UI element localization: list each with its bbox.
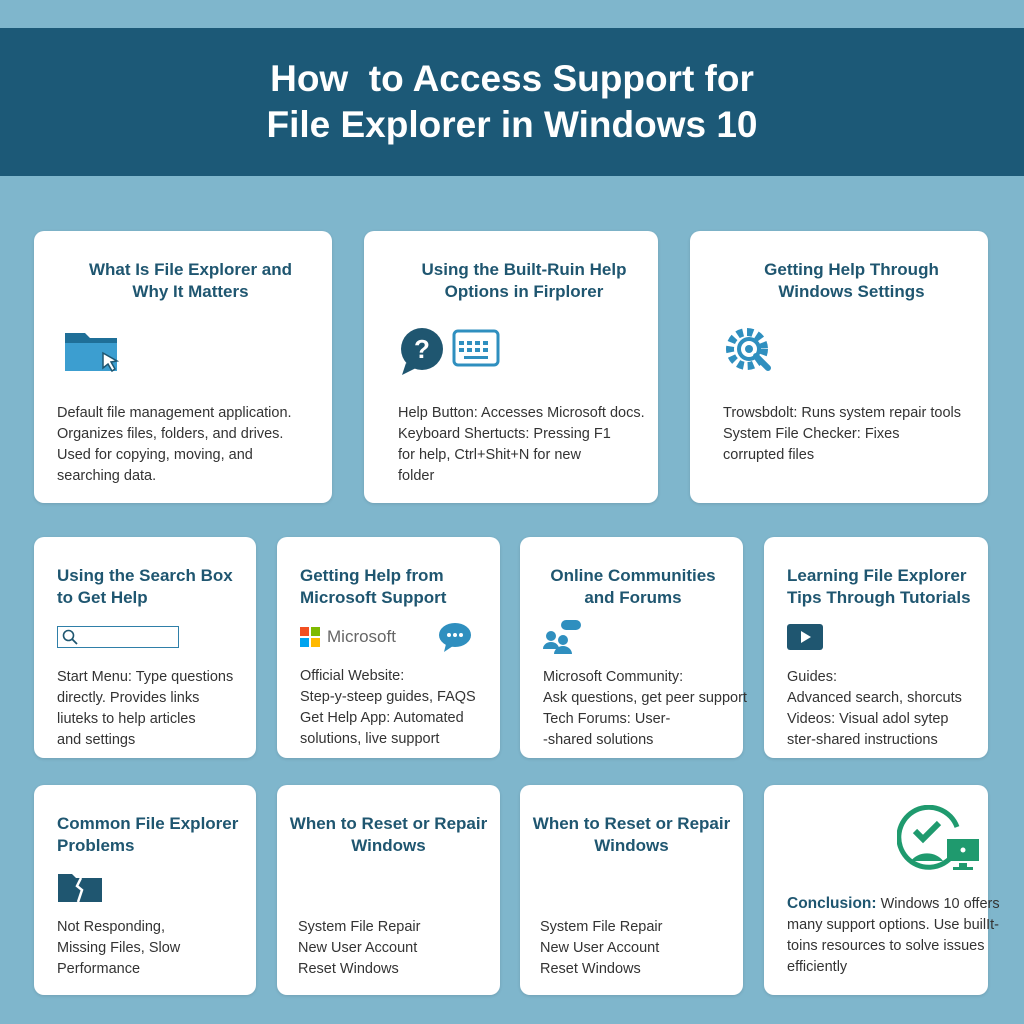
card-text: Default file management application. — [57, 405, 292, 421]
card-text: Microsoft Community: — [543, 669, 684, 685]
support-check-monitor-icon — [787, 804, 980, 883]
card-title: When to Reset or Repair — [289, 814, 488, 833]
card-title: to Get Help — [57, 588, 148, 607]
card-text: folder — [398, 468, 435, 484]
card-text: and settings — [57, 732, 136, 748]
card-text: Performance — [57, 961, 141, 977]
svg-text:?: ? — [414, 334, 430, 364]
card-text: directly. Provides links — [57, 690, 200, 706]
help-keyboard-icon: ? — [398, 321, 650, 385]
card-title: Windows Settings — [778, 282, 925, 301]
chat-bubble-icon — [439, 623, 471, 652]
card-title: Online Communities — [550, 566, 716, 585]
header-banner: How to Access Support for File Explorer … — [0, 28, 1024, 176]
video-play-icon — [787, 623, 980, 651]
card-text: Not Responding, — [57, 919, 166, 935]
gear-search-icon — [723, 321, 980, 385]
card-text: ster-shared instructions — [787, 732, 938, 748]
card-text: Ask questions, get peer support — [543, 690, 747, 706]
card-title: Learning File Explorer — [787, 566, 967, 585]
card-text: -shared solutions — [543, 732, 654, 748]
card-text: searching data. — [57, 468, 157, 484]
search-icon — [62, 629, 78, 645]
card-title: Windows — [351, 836, 426, 855]
card-text: Step-y-steep guides, FAQS — [300, 689, 476, 705]
card-title: Common File Explorer — [57, 814, 239, 833]
card-title: Microsoft Support — [300, 588, 447, 607]
card-text: Start Menu: Type questions — [57, 669, 234, 685]
card-text: toins resources to solve issues — [787, 938, 985, 954]
card-text: corrupted files — [723, 447, 815, 463]
microsoft-logo: Microsoft — [300, 627, 396, 647]
community-icon — [543, 619, 723, 655]
card-text: Guides: — [787, 669, 837, 685]
card-text: Get Help App: Automated — [300, 710, 464, 726]
conclusion-label: Conclusion: — [787, 895, 877, 912]
card-title: and Forums — [584, 588, 682, 607]
folder-cursor-icon — [63, 321, 324, 385]
card-title: When to Reset or Repair — [532, 814, 731, 833]
card-text: New User Account — [540, 940, 660, 956]
card-text: Videos: Visual adol sytep — [787, 711, 949, 727]
page-title-line2: File Explorer in Windows 10 — [266, 104, 758, 145]
card-title: Windows — [594, 836, 669, 855]
card-text: Organizes files, folders, and drives. — [57, 426, 284, 442]
card-text: Tech Forums: User- — [543, 711, 671, 727]
search-box-icon — [57, 625, 248, 649]
card-text: Windows 10 offers — [876, 896, 1000, 912]
card-text: Official Website: — [300, 668, 405, 684]
card-title: Tips Through Tutorials — [787, 588, 971, 607]
broken-folder-icon — [57, 871, 248, 903]
card-text: Used for copying, moving, and — [57, 447, 253, 463]
card-conclusion: Conclusion: Windows 10 offers many suppo… — [764, 785, 1000, 995]
card-title: Getting Help from — [300, 566, 444, 585]
card-title: Problems — [57, 836, 135, 855]
card-text: solutions, live support — [300, 731, 440, 747]
card-text: System File Checker: Fixes — [723, 426, 900, 442]
card-text: Help Button: Accesses Microsoft docs. — [398, 405, 645, 421]
card-text: efficiently — [787, 959, 848, 975]
card-text: Missing Files, Slow — [57, 940, 181, 956]
page-title-line1: How to Access Support for — [270, 58, 754, 99]
card-text: New User Account — [298, 940, 418, 956]
card-title: Getting Help Through — [764, 260, 939, 279]
card-title: Using the Built-Ruin Help — [421, 260, 627, 279]
card-title: What Is File Explorer and — [88, 260, 293, 279]
microsoft-logo-text: Microsoft — [327, 627, 396, 646]
card-online-communities: Online Communities and Forums Microsoft C… — [520, 537, 747, 758]
card-text: Reset Windows — [540, 961, 641, 977]
card-search-box: Using the Search Box to Get Help Start Me… — [34, 537, 256, 758]
card-text: System File Repair — [540, 919, 663, 935]
card-text: Trowsbdolt: Runs system repair tools — [723, 405, 961, 421]
card-text: for help, Ctrl+Shit+N for new — [398, 447, 581, 463]
card-text: many support options. Use builIt- — [787, 917, 999, 933]
card-title: Options in Firplorer — [444, 282, 604, 301]
card-text: System File Repair — [298, 919, 421, 935]
card-title: Using the Search Box — [57, 566, 233, 585]
card-text: Reset Windows — [298, 961, 399, 977]
card-title: Why It Matters — [132, 282, 249, 301]
card-text: Advanced search, shorcuts — [787, 690, 962, 706]
card-text: Keyboard Shertucts: Pressing F1 — [398, 426, 611, 442]
card-text: liuteks to help articles — [57, 711, 196, 727]
